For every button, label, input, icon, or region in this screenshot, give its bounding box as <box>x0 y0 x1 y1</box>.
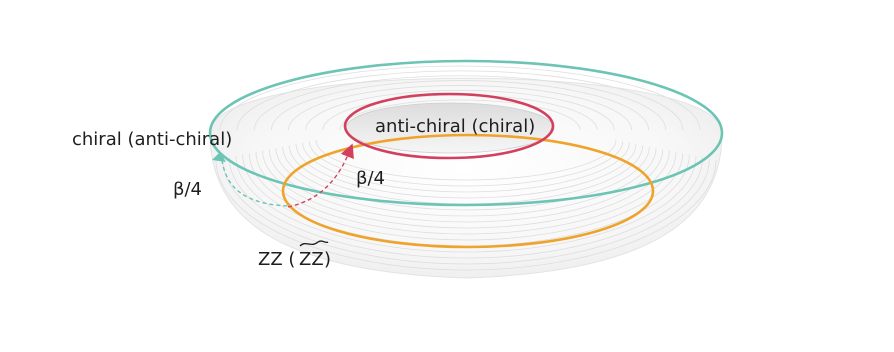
surface-contour-line <box>288 85 632 131</box>
surface-contour-line <box>315 139 617 181</box>
surface-contours <box>215 65 717 271</box>
surface-contour-line <box>248 153 684 241</box>
left-beta-label: β/4 <box>173 179 202 200</box>
surface-contour-line <box>222 158 710 265</box>
surface-contour-line <box>271 80 649 131</box>
surface-contour-line <box>295 143 637 199</box>
surface-contour-line <box>235 155 697 253</box>
surface-contour-line <box>236 70 684 131</box>
surface-contour-line <box>268 149 664 223</box>
surface-contour-line <box>339 99 581 131</box>
zz-label: ZZ ( ZZ ) <box>258 240 331 270</box>
surface-contour-line <box>305 89 615 131</box>
inner-chiral-loop <box>343 92 555 160</box>
surface-contour-line <box>282 146 650 211</box>
surface-contour-line <box>262 150 670 229</box>
surface-contour-line <box>275 147 657 217</box>
zz-label-tilde-text: ZZ <box>299 249 324 270</box>
outer-chiral-loop <box>208 59 724 207</box>
torus-body <box>209 77 723 279</box>
inner-loop-label: anti-chiral (chiral) <box>375 116 535 137</box>
zz-loop <box>281 133 655 249</box>
surface-contour-line <box>308 141 624 187</box>
outer-loop-arrow-icon <box>212 152 226 162</box>
surface-contour-line <box>255 151 677 235</box>
center-beta-label: β/4 <box>356 168 385 189</box>
surface-contour-line <box>215 159 717 271</box>
zz-label-prefix: ZZ ( <box>258 249 295 270</box>
surface-contour-line <box>219 65 701 131</box>
surface-contour-line <box>302 142 630 193</box>
red-dashed-path <box>287 143 354 208</box>
zz-label-suffix: ) <box>324 249 331 270</box>
surface-contour-line <box>228 157 704 259</box>
tilde-icon <box>299 240 329 247</box>
surface-contour-line <box>253 75 667 131</box>
teal-dashed-path <box>221 159 289 207</box>
outer-loop-label: chiral (anti-chiral) <box>72 129 232 150</box>
